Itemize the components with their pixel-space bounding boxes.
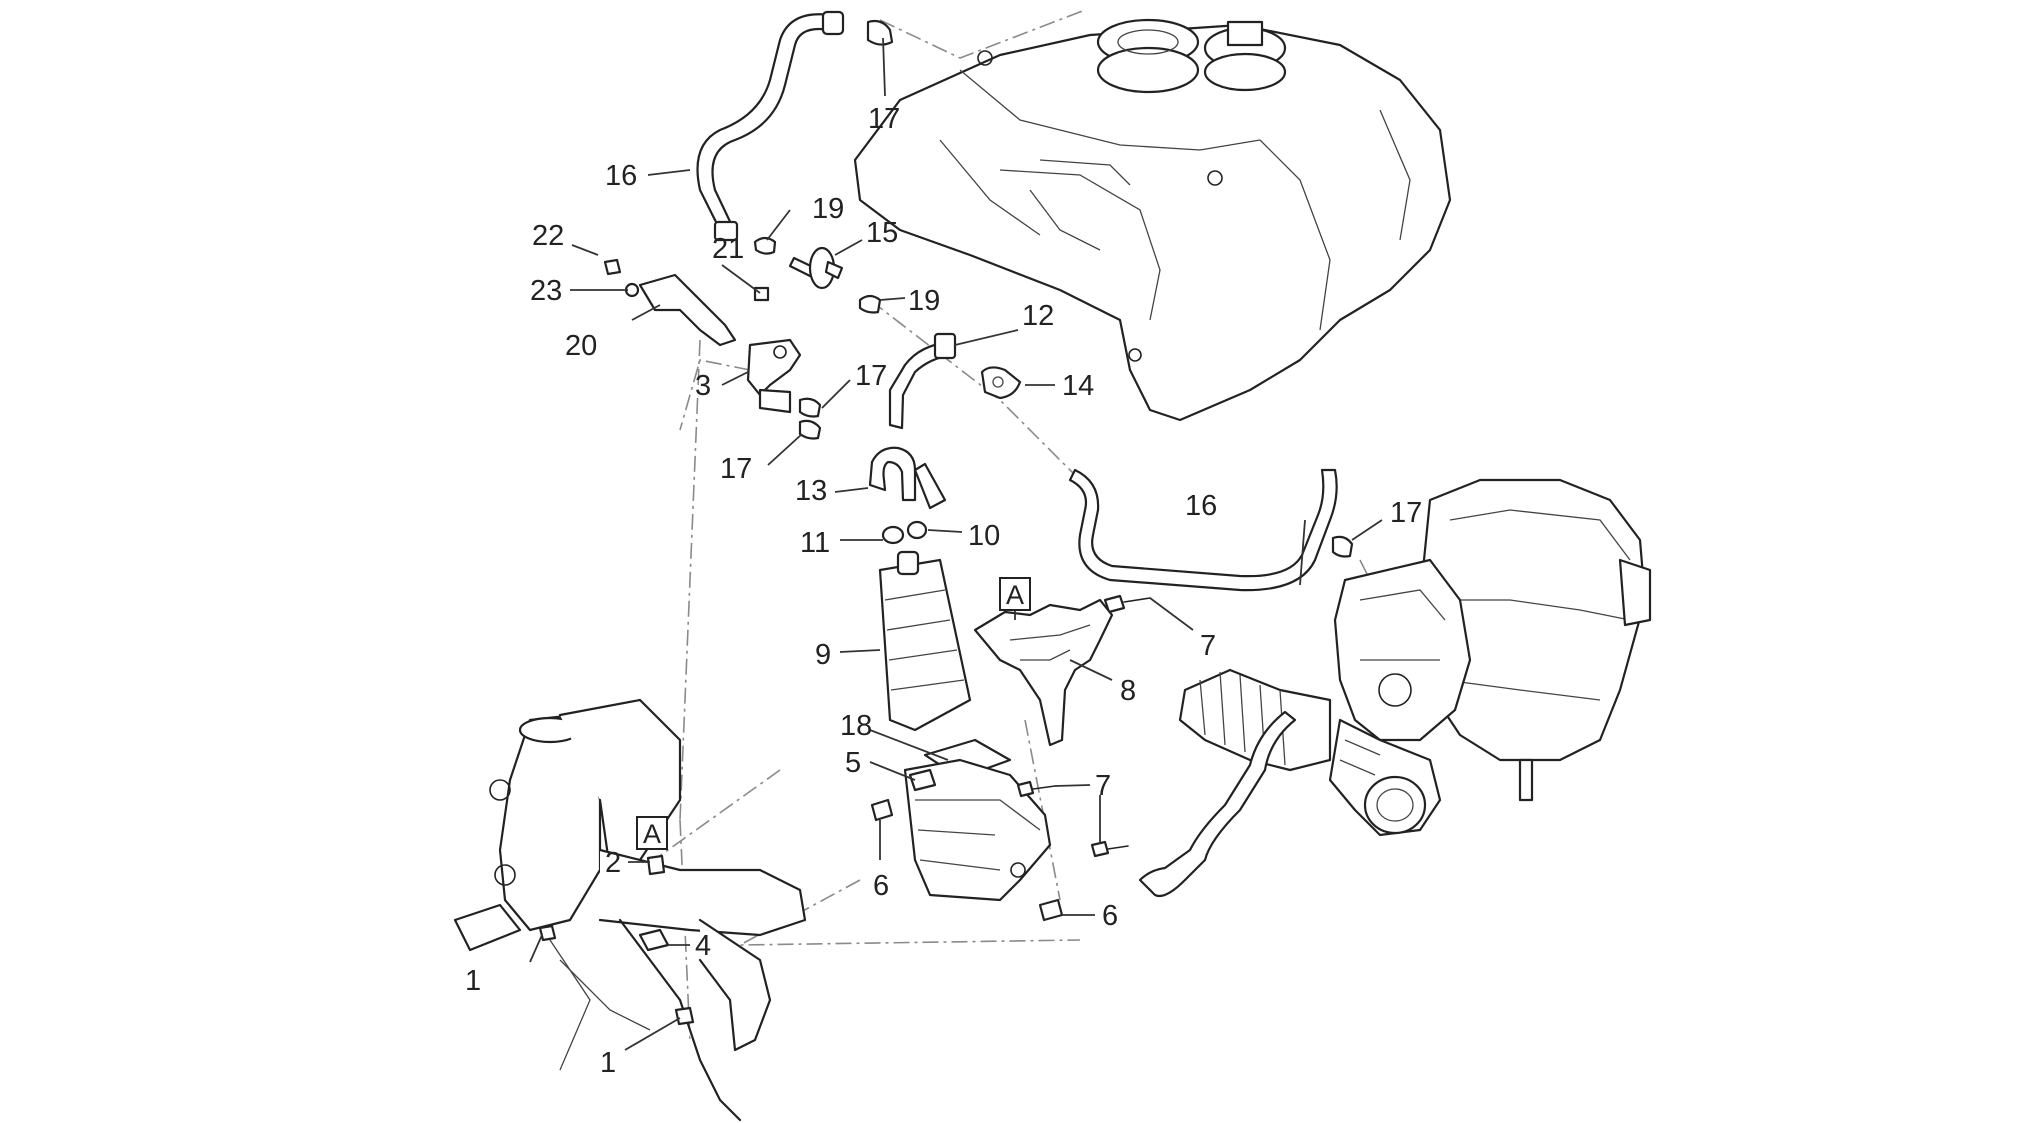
screw-7-upper	[1103, 594, 1151, 614]
callout-18: 18	[840, 710, 872, 742]
hose-clip-17-mid-lower	[798, 419, 822, 440]
intake-duct	[1178, 668, 1332, 772]
rollover-valve-15	[788, 246, 844, 290]
callout-8: 8	[1120, 675, 1136, 707]
hose-13	[868, 446, 947, 510]
cap-11	[881, 525, 905, 545]
hose-12	[888, 332, 957, 430]
vent-hose-16-top	[696, 10, 845, 242]
callout-23: 23	[530, 275, 562, 307]
clip-6-left	[870, 798, 894, 822]
leader-lines	[529, 37, 1383, 1051]
callout-17-top: 17	[868, 103, 900, 135]
ref-label-a-bracket: A	[999, 577, 1031, 611]
nut-4	[638, 928, 670, 952]
callout-1-upper: 1	[465, 965, 481, 997]
cap-10	[906, 520, 928, 540]
callout-7-upper: 7	[1200, 630, 1216, 662]
callout-labels: 17 16 19 15 19 12 14 22 21 23 20 3 17 17…	[465, 103, 1422, 1079]
drain-hose	[1138, 710, 1297, 898]
purge-valve-3	[746, 338, 802, 414]
callout-4: 4	[695, 930, 711, 962]
screw-7-lower	[1090, 840, 1129, 858]
callout-21: 21	[712, 233, 744, 265]
bolt-2	[646, 854, 666, 876]
callout-7-lower: 7	[1095, 770, 1111, 802]
intake-manifold	[1328, 718, 1442, 837]
bracket-20	[638, 273, 737, 347]
frame	[453, 698, 807, 1122]
clip-6-right	[1038, 898, 1064, 922]
callout-10: 10	[968, 520, 1000, 552]
hose-clip-17-top	[866, 19, 894, 46]
callout-13: 13	[795, 475, 827, 507]
charcoal-canister-9	[878, 550, 972, 732]
fuel-tank	[853, 18, 1452, 422]
callout-5: 5	[845, 747, 861, 779]
screw-1-upper	[538, 924, 557, 942]
callout-17-right: 17	[1390, 497, 1422, 529]
callout-2: 2	[605, 847, 621, 879]
hose-clip-17-mid-upper	[798, 397, 822, 418]
callout-16-top: 16	[605, 160, 637, 192]
hose-end-fitting	[821, 10, 845, 36]
callout-19-lower: 19	[908, 285, 940, 317]
callout-17-mid-lower: 17	[720, 453, 752, 485]
hose-clip-17-right	[1331, 535, 1354, 558]
screw-7-mid	[1016, 780, 1056, 798]
ref-label-a-frame-text: A	[643, 819, 661, 849]
callout-22: 22	[532, 220, 564, 252]
callout-9: 9	[815, 639, 831, 671]
nut-22	[603, 258, 622, 276]
ref-label-a-frame: A	[636, 816, 668, 850]
callout-15: 15	[866, 217, 898, 249]
callout-6-right: 6	[1102, 900, 1118, 932]
callout-19-upper: 19	[812, 193, 844, 225]
callout-16-right: 16	[1185, 490, 1217, 522]
air-filter-box	[1418, 478, 1652, 802]
callout-17-mid-upper: 17	[855, 360, 887, 392]
throttle-body	[1333, 558, 1472, 742]
canister-bracket-5	[903, 758, 1052, 902]
callout-20: 20	[565, 330, 597, 362]
callout-11: 11	[800, 527, 830, 559]
callout-1-lower: 1	[600, 1047, 616, 1079]
callout-3: 3	[695, 370, 711, 402]
callout-6-left: 6	[873, 870, 889, 902]
grommet-14	[980, 366, 1022, 400]
mount-bracket-8	[973, 598, 1114, 747]
screw-1-lower	[674, 1006, 695, 1026]
vent-hose-16-right	[1068, 468, 1338, 592]
clamp-19-lower	[858, 294, 882, 314]
clamp-19-upper	[753, 236, 777, 255]
ref-label-a-bracket-text: A	[1006, 580, 1024, 610]
callout-12: 12	[1022, 300, 1054, 332]
callout-14: 14	[1062, 370, 1094, 402]
